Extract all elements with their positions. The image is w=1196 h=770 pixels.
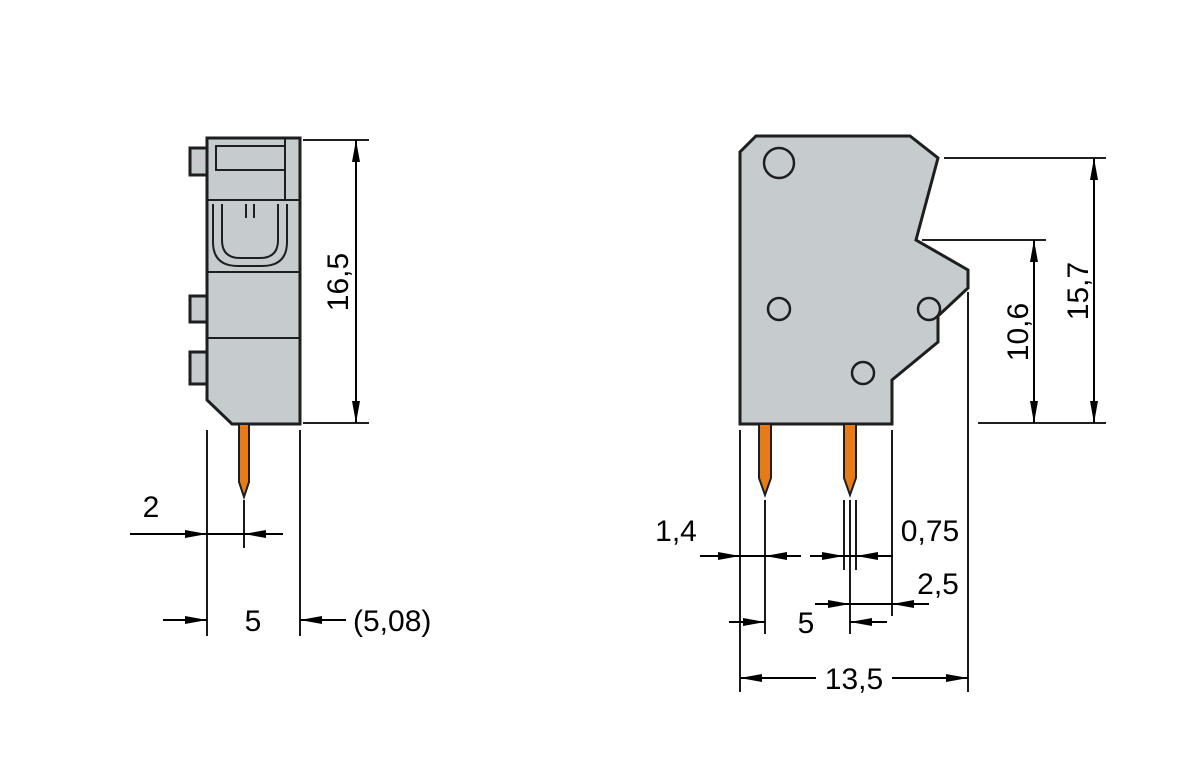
arrowhead <box>946 674 968 682</box>
tab-top <box>188 146 209 177</box>
solder-pin-2 <box>843 423 857 499</box>
arrowhead <box>1090 401 1098 423</box>
dim-label-width: 5 <box>245 605 262 638</box>
arrowhead <box>850 618 872 626</box>
arrowhead <box>185 530 207 538</box>
arrowhead <box>1030 401 1038 423</box>
arrowhead <box>185 616 207 624</box>
arrowhead <box>765 552 787 560</box>
wire-entry-detail <box>215 145 286 171</box>
arrowhead <box>352 401 360 423</box>
housing-side-body <box>205 136 302 426</box>
arrowhead <box>1090 158 1098 180</box>
dim-label-pin-pitch: 5 <box>798 607 815 640</box>
arrowhead <box>856 552 878 560</box>
arrowhead <box>300 616 322 624</box>
right-view-dimensions: 1,4 0,75 2,5 5 13,5 10,6 15,7 <box>655 157 1106 696</box>
dim-label-overall-height: 15,7 <box>1062 262 1095 320</box>
arrowhead <box>244 530 266 538</box>
clamp-cage-inner <box>221 204 279 259</box>
dim-label-pin-width: 0,75 <box>901 515 959 548</box>
tab-middle <box>188 294 209 324</box>
arrowhead <box>1030 240 1038 262</box>
left-view-dimensions: 16,5 2 5 (5,08) <box>130 139 431 638</box>
hole-left <box>766 296 792 322</box>
dim-label-edge-to-pin: 2 <box>143 491 160 524</box>
dim-label-inner-height: 10,6 <box>1002 303 1035 361</box>
arrowhead <box>718 552 740 560</box>
arrowhead <box>743 618 765 626</box>
hole-right <box>916 296 942 322</box>
arrowhead <box>822 552 844 560</box>
clamp-cage-outer <box>212 204 288 267</box>
solder-pin-1 <box>758 423 772 499</box>
dim-label-edge-to-pin1: 1,4 <box>655 515 697 548</box>
hole-lower <box>850 360 876 386</box>
solder-pin <box>238 423 250 501</box>
arrowhead <box>828 600 850 608</box>
tab-bottom <box>188 350 209 386</box>
left-view <box>188 136 302 501</box>
housing-front-body <box>738 134 970 426</box>
dim-label-pin-to-edge: 2,5 <box>917 568 959 601</box>
arrowhead <box>892 600 914 608</box>
dim-label-overall-width: 13,5 <box>825 663 883 696</box>
hole-top <box>762 146 796 180</box>
dim-label-width-alt: (5,08) <box>353 605 431 638</box>
arrowhead <box>352 140 360 162</box>
arrowhead <box>740 674 762 682</box>
right-view <box>738 134 970 499</box>
dim-label-height: 16,5 <box>322 253 355 311</box>
